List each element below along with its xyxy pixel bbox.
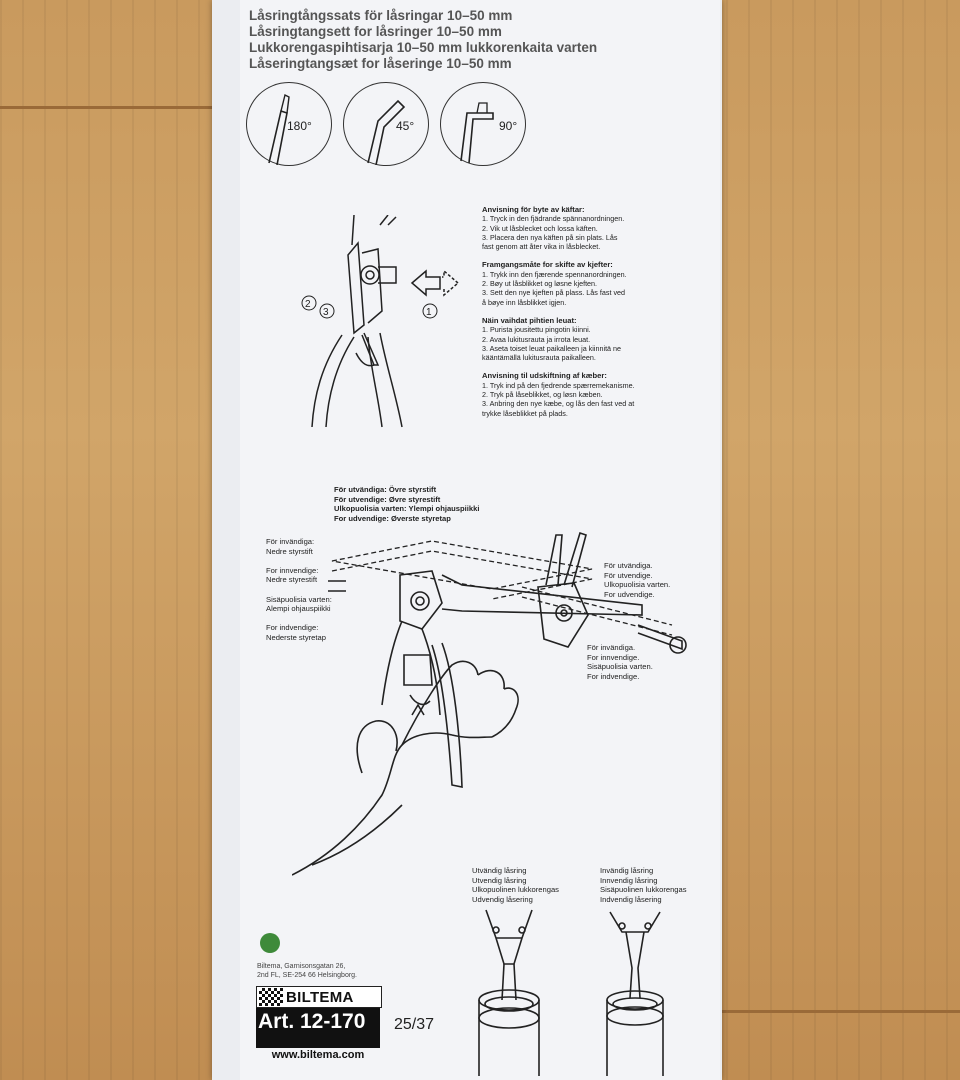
upper-guide-pin-label: För utvändiga: Övre styrstift För utvend… xyxy=(334,485,480,523)
callout-3: 3 xyxy=(323,307,329,318)
website-url: www.biltema.com xyxy=(271,1049,365,1061)
angle-label: 45° xyxy=(396,119,415,133)
article-number: Art. 12-170 xyxy=(258,1010,366,1033)
internal-ring-pliers-illustration xyxy=(606,911,664,1076)
recycling-icon xyxy=(260,933,280,953)
internal-ring-label: Invändig låsring Innvendig låsring Sisäp… xyxy=(600,866,687,904)
jaw-angle-icons: 180° 45° 90° xyxy=(246,82,546,170)
angle-90-icon: 90° xyxy=(440,82,526,166)
article-number-box: Art. 12-170 xyxy=(256,1008,380,1048)
callout-2: 2 xyxy=(305,299,311,310)
internal-position-label: För invändiga. For innvendige. Sisäpuoli… xyxy=(587,643,653,681)
callout-1: 1 xyxy=(426,307,432,318)
wood-seam xyxy=(722,1010,960,1013)
right-angle-jaw-icon xyxy=(460,102,494,164)
biltema-logo: BILTEMA xyxy=(256,986,382,1008)
instruction-heading: Näin vaihdat pihtien leuat: xyxy=(482,315,577,325)
angle-label: 180° xyxy=(287,119,312,133)
checkered-flag-icon xyxy=(259,988,283,1006)
instruction-steps: 1. Tryck in den fjädrande spännanordning… xyxy=(482,214,625,252)
title-danish: Låseringtangsæt for låseringe 10–50 mm xyxy=(249,56,512,71)
page-number: 25/37 xyxy=(394,1016,435,1033)
instruction-steps: 1. Purista jousitettu pingotin kiinni. 2… xyxy=(482,325,622,363)
title-finnish: Lukkorengaspihtisarja 10–50 mm lukkorenk… xyxy=(249,40,598,55)
jaw-replacement-instructions: Anvisning för byte av käftar: 1. Tryck i… xyxy=(482,205,712,427)
title-swedish: Låsringtångssats för låsringar 10–50 mm xyxy=(249,8,513,23)
title-block: Låsringtångssats för låsringar 10–50 mm … xyxy=(249,8,709,72)
instruction-heading: Framgangsmåte for skifte av kjefter: xyxy=(482,260,613,270)
instruction-card: Låsringtångssats för låsringar 10–50 mm … xyxy=(212,0,722,1080)
bent-jaw-icon xyxy=(367,99,406,165)
instruction-heading: Anvisning til udskiftning af kæber: xyxy=(482,371,607,381)
lower-guide-pin-label: För invändiga: Nedre styrstift For innve… xyxy=(266,537,332,642)
card-printed-area xyxy=(240,0,720,1080)
instruction-steps: 1. Tryk ind på den fjedrende spærremekan… xyxy=(482,380,635,418)
wood-seam xyxy=(0,106,212,109)
company-address: Biltema, Garnisonsgatan 26, 2nd FL, SE-2… xyxy=(257,963,358,979)
brand-name: BILTEMA xyxy=(286,988,354,1006)
instruction-steps: 1. Trykk inn den fjærende spennanordning… xyxy=(482,269,627,307)
angle-label: 90° xyxy=(499,119,518,133)
jaw-replacement-illustration: 2 3 1 xyxy=(301,215,459,428)
external-ring-pliers-illustration xyxy=(478,909,540,1076)
external-ring-label: Utvändig låsring Utvendig låsring Ulkopu… xyxy=(472,866,559,904)
title-norwegian: Låsringtangsett for låsringer 10–50 mm xyxy=(249,24,502,39)
straight-jaw-icon xyxy=(268,93,290,165)
external-position-label: För utvändiga. För utvendige. Ulkopuolis… xyxy=(604,561,671,599)
hand-with-pliers-illustration xyxy=(292,531,687,876)
instruction-heading: Anvisning för byte av käftar: xyxy=(482,205,585,214)
angle-45-icon: 45° xyxy=(343,82,429,166)
angle-180-icon: 180° xyxy=(246,82,332,166)
